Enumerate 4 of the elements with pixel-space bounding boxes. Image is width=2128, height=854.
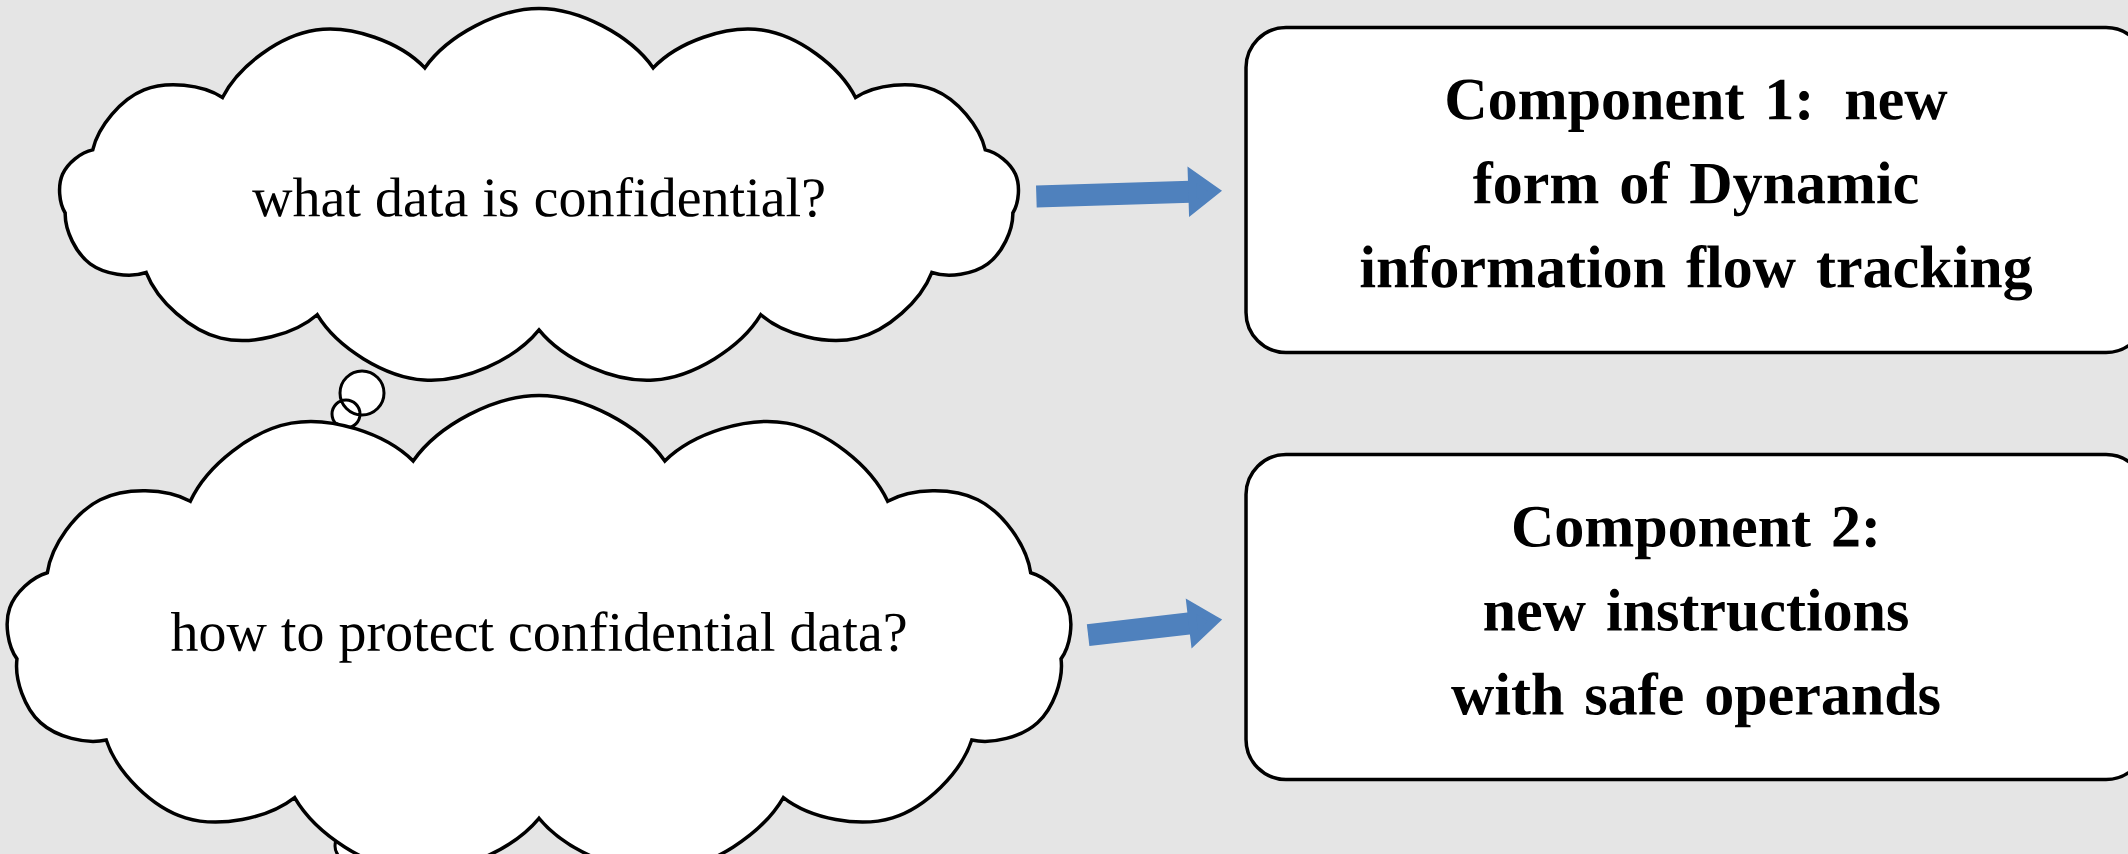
thought-cloud: what data is confidential? (57, 6, 1021, 382)
component-box: Component 2: new instructions with safe operands (1244, 452, 2128, 782)
component-box: Component 1: new form of Dynamic information flow tracking (1244, 25, 2128, 355)
thought-cloud: how to protect confidential data? (5, 393, 1073, 854)
